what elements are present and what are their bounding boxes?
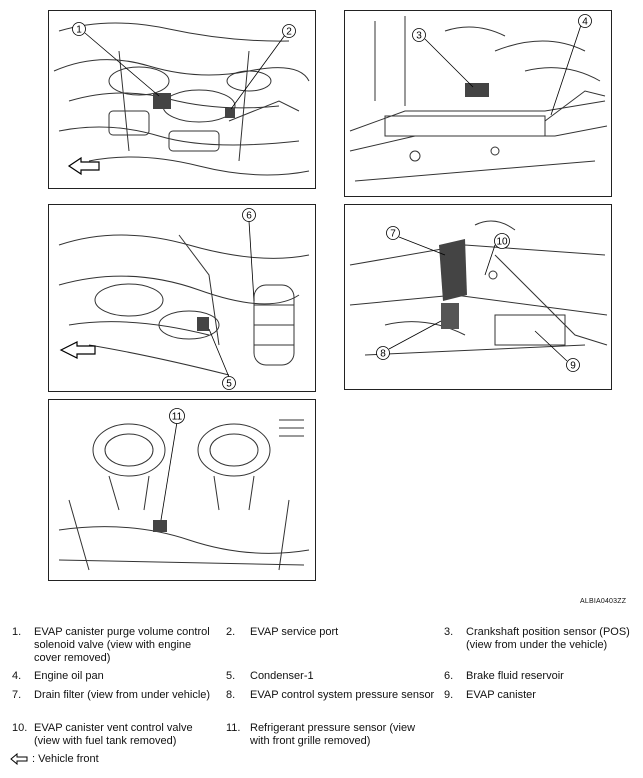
vehicle-front-arrow-icon — [10, 753, 28, 766]
legend-text: EVAP canister vent control valve (view w… — [34, 722, 193, 747]
oil-pan-illustration: 3 4 — [349, 14, 608, 182]
callout-5: 5 — [226, 379, 232, 390]
vehicle-front-note: : Vehicle front — [10, 753, 99, 766]
legend-num: 6. — [444, 670, 454, 682]
legend-num: 7. — [12, 689, 22, 701]
callout-8: 8 — [380, 349, 386, 360]
legend-text: Refrigerant pressure sensor (view with f… — [250, 722, 416, 747]
legend-text: Brake fluid reservoir — [466, 670, 564, 682]
legend-num: 8. — [226, 689, 236, 701]
legend-text: EVAP service port — [250, 626, 339, 638]
callout-6: 6 — [246, 211, 252, 222]
callout-9: 9 — [570, 361, 576, 372]
legend-num: 1. — [12, 626, 22, 638]
vehicle-front-arrow-icon — [67, 156, 100, 176]
callout-7: 7 — [390, 229, 396, 240]
callout-10: 10 — [496, 237, 508, 248]
figure-code: ALBIA0403ZZ — [580, 598, 627, 605]
diagram-panel-condenser: 6 5 — [48, 204, 316, 392]
legend-text: Condenser-1 — [250, 670, 314, 682]
legend-text: Engine oil pan — [34, 670, 104, 682]
diagram-panel-evap-canister: 7 10 8 9 — [344, 204, 612, 390]
legend-text: EVAP canister purge volume control solen… — [34, 626, 210, 664]
legend-text: EVAP control system pressure sensor — [250, 689, 435, 701]
callout-3: 3 — [416, 31, 422, 42]
callout-2: 2 — [286, 27, 292, 38]
legend-num: 2. — [226, 626, 236, 638]
vehicle-front-label: : Vehicle front — [32, 753, 99, 765]
legend-num: 9. — [444, 689, 454, 701]
callout-4: 4 — [582, 17, 588, 28]
callout-11: 11 — [172, 412, 183, 423]
diagram-panel-refrigerant-sensor: 11 — [48, 399, 316, 581]
legend-num: 3. — [444, 626, 454, 638]
legend-num: 4. — [12, 670, 22, 682]
legend-num: 5. — [226, 670, 236, 682]
refrigerant-sensor-illustration: 11 — [58, 408, 310, 571]
callout-1: 1 — [76, 25, 82, 36]
diagram-panel-engine-top: 1 2 — [48, 10, 316, 189]
legend-num: 10. — [12, 722, 28, 734]
legend-num: 11. — [226, 722, 241, 734]
diagram-panel-oil-pan: 3 4 — [344, 10, 612, 197]
legend-text: Drain filter (view from under vehicle) — [34, 689, 211, 701]
engine-bay-illustration: 1 2 — [53, 22, 310, 176]
condenser-illustration: 6 5 — [58, 208, 310, 390]
legend-text: EVAP canister — [466, 689, 536, 701]
vehicle-front-arrow-icon — [59, 341, 96, 359]
evap-canister-illustration: 7 10 8 9 — [349, 220, 608, 372]
legend-text: Crankshaft position sensor (POS) (view f… — [466, 626, 630, 651]
